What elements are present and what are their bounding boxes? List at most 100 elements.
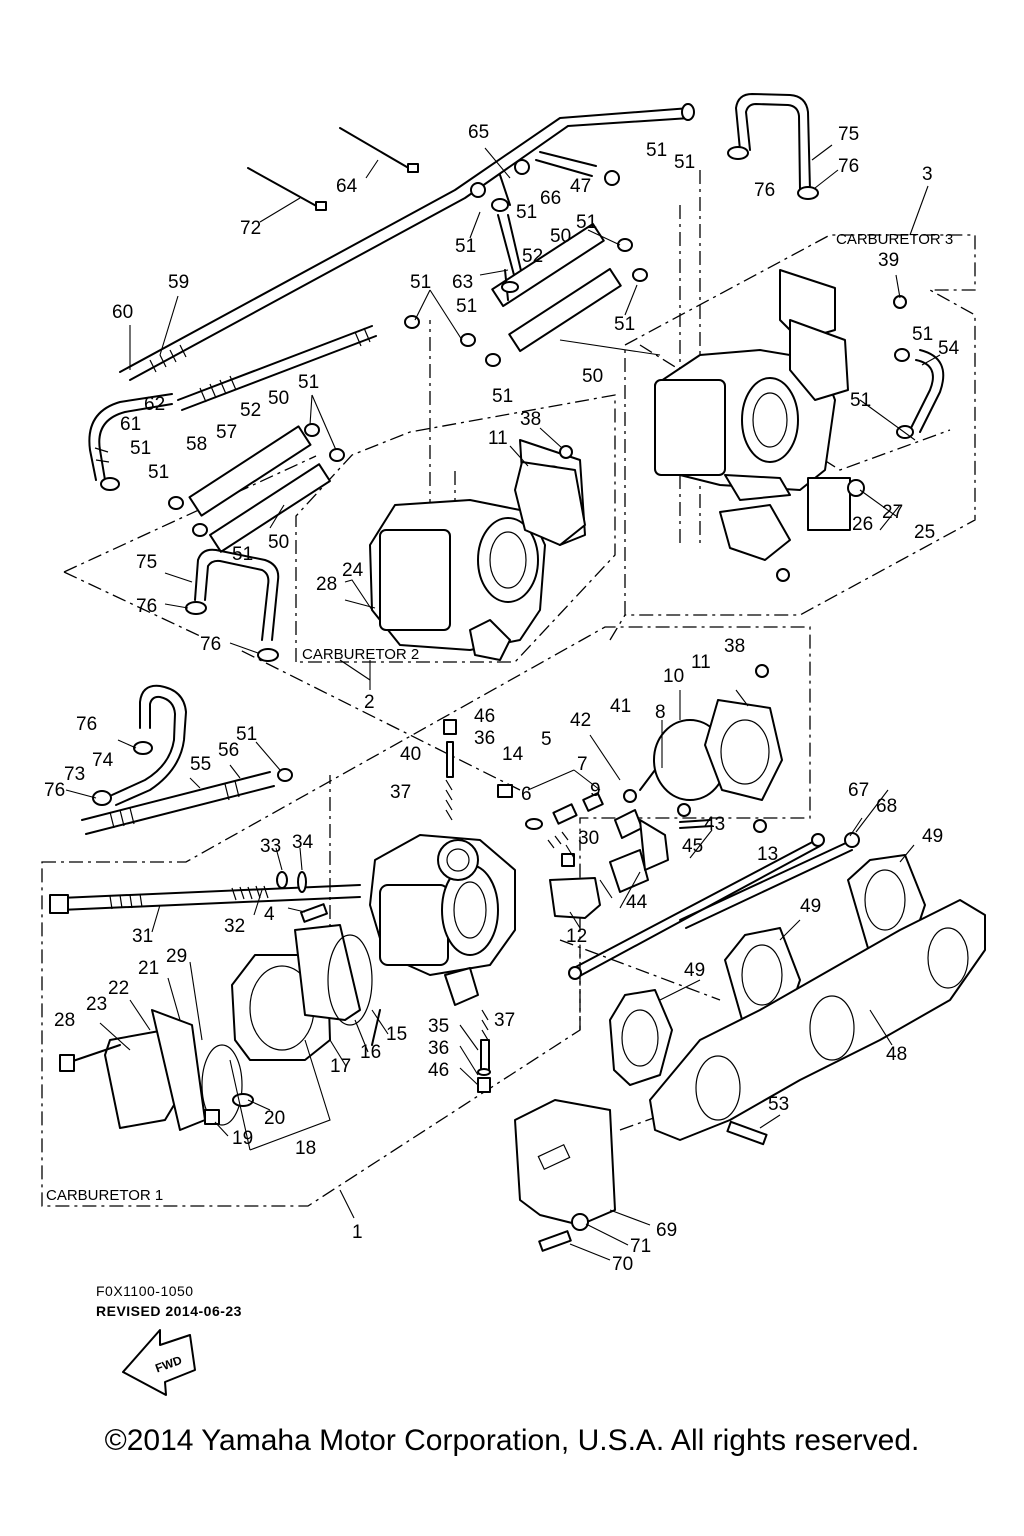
callout-30: 30 xyxy=(578,828,599,849)
callout-53: 53 xyxy=(768,1094,789,1115)
callout-36: 36 xyxy=(474,728,495,749)
callout-46: 46 xyxy=(474,706,495,727)
callout-51d: 51 xyxy=(455,236,476,257)
callout-75b: 75 xyxy=(136,552,157,573)
intake-manifold xyxy=(609,854,986,1146)
footer: F0X1100-1050 REVISED 2014-06-23 ©2014 Ya… xyxy=(96,1283,919,1457)
callout-50b: 50 xyxy=(582,366,603,387)
callout-51m: 51 xyxy=(232,544,253,565)
callout-labels: 1 2 3 4 5 6 7 8 9 10 11 11 12 13 14 15 1… xyxy=(44,122,960,1275)
callout-2: 2 xyxy=(364,692,375,713)
callout-6: 6 xyxy=(521,784,532,805)
callout-13: 13 xyxy=(757,844,778,865)
callout-76a: 76 xyxy=(838,156,859,177)
callout-76e: 76 xyxy=(76,714,97,735)
callout-62: 62 xyxy=(144,394,165,415)
callout-16: 16 xyxy=(360,1042,381,1063)
callout-46b: 46 xyxy=(428,1060,449,1081)
callout-52: 52 xyxy=(522,246,543,267)
callout-17: 17 xyxy=(330,1056,351,1077)
callout-15: 15 xyxy=(386,1024,407,1045)
linkage-rods xyxy=(568,832,860,980)
callout-11: 11 xyxy=(691,652,711,673)
callout-51k: 51 xyxy=(130,438,151,459)
callout-51j: 51 xyxy=(298,372,319,393)
group-titles: CARBURETOR 3 CARBURETOR 2 CARBURETOR 1 xyxy=(46,231,953,1204)
callout-61: 61 xyxy=(120,414,141,435)
carburetor-1-title: CARBURETOR 1 xyxy=(46,1187,163,1204)
callout-12: 12 xyxy=(566,926,587,947)
callout-56: 56 xyxy=(218,740,239,761)
callout-48: 48 xyxy=(886,1044,907,1065)
callout-19: 19 xyxy=(232,1128,253,1149)
callout-28b: 28 xyxy=(54,1010,75,1031)
carburetor-1-body xyxy=(49,295,907,1131)
callout-45: 45 xyxy=(682,836,703,857)
callout-5: 5 xyxy=(541,729,552,750)
callout-70: 70 xyxy=(612,1254,633,1275)
callout-74: 74 xyxy=(92,750,114,771)
forward-arrow-icon: FWD xyxy=(122,1329,196,1396)
callout-69: 69 xyxy=(656,1220,677,1241)
callout-66: 66 xyxy=(540,188,561,209)
callout-35: 35 xyxy=(428,1016,449,1037)
carburetor-3-body xyxy=(654,269,865,582)
callout-71: 71 xyxy=(630,1236,651,1257)
copyright: ©2014 Yamaha Motor Corporation, U.S.A. A… xyxy=(105,1424,920,1457)
callout-20: 20 xyxy=(264,1108,285,1129)
callout-51o: 51 xyxy=(850,390,871,411)
callout-51p: 51 xyxy=(236,724,257,745)
callout-50d: 50 xyxy=(268,532,289,553)
callout-63: 63 xyxy=(452,272,473,293)
callout-8: 8 xyxy=(655,702,666,723)
callout-49c: 49 xyxy=(684,960,705,981)
callout-3: 3 xyxy=(922,164,933,185)
callout-44: 44 xyxy=(626,892,648,913)
callout-47: 47 xyxy=(570,176,591,197)
callout-65: 65 xyxy=(468,122,489,143)
callout-68: 68 xyxy=(876,796,897,817)
callout-18: 18 xyxy=(295,1138,316,1159)
callout-55: 55 xyxy=(190,754,211,775)
callout-1: 1 xyxy=(352,1222,363,1243)
callout-51i: 51 xyxy=(492,386,513,407)
hoses-and-ties xyxy=(81,93,945,835)
callout-49: 49 xyxy=(922,826,943,847)
callout-49b: 49 xyxy=(800,896,821,917)
callout-31: 31 xyxy=(132,926,153,947)
callout-40: 40 xyxy=(400,744,421,765)
carburetor-3-title: CARBURETOR 3 xyxy=(836,231,953,248)
callout-54: 54 xyxy=(938,338,960,359)
callout-39: 39 xyxy=(878,250,899,271)
callout-4: 4 xyxy=(264,904,275,925)
callout-23: 23 xyxy=(86,994,107,1015)
callout-22: 22 xyxy=(108,978,129,999)
callout-26: 26 xyxy=(852,514,873,535)
diagram-code: F0X1100-1050 xyxy=(96,1283,194,1299)
callout-64: 64 xyxy=(336,176,358,197)
callout-21: 21 xyxy=(138,958,159,979)
revision-date: REVISED 2014-06-23 xyxy=(96,1303,242,1319)
callout-42: 42 xyxy=(570,710,591,731)
carburetor-1-outline xyxy=(41,626,811,1207)
callout-51b: 51 xyxy=(674,152,695,173)
callout-51g: 51 xyxy=(456,296,477,317)
callout-25: 25 xyxy=(914,522,935,543)
callout-14: 14 xyxy=(502,744,524,765)
carburetor-3-outline xyxy=(624,234,976,616)
callout-38b: 38 xyxy=(724,636,745,657)
callout-51e: 51 xyxy=(576,212,597,233)
callout-76b: 76 xyxy=(754,180,775,201)
callout-38: 38 xyxy=(520,409,541,430)
callout-76d: 76 xyxy=(200,634,221,655)
bracket xyxy=(514,1099,616,1252)
callout-60: 60 xyxy=(112,302,133,323)
callout-67: 67 xyxy=(848,780,869,801)
callout-76f: 76 xyxy=(44,780,65,801)
callout-50: 50 xyxy=(550,226,571,247)
leader-lines xyxy=(65,144,941,1261)
callout-50c: 50 xyxy=(268,388,289,409)
callout-51a: 51 xyxy=(646,140,667,161)
callout-59: 59 xyxy=(168,272,189,293)
